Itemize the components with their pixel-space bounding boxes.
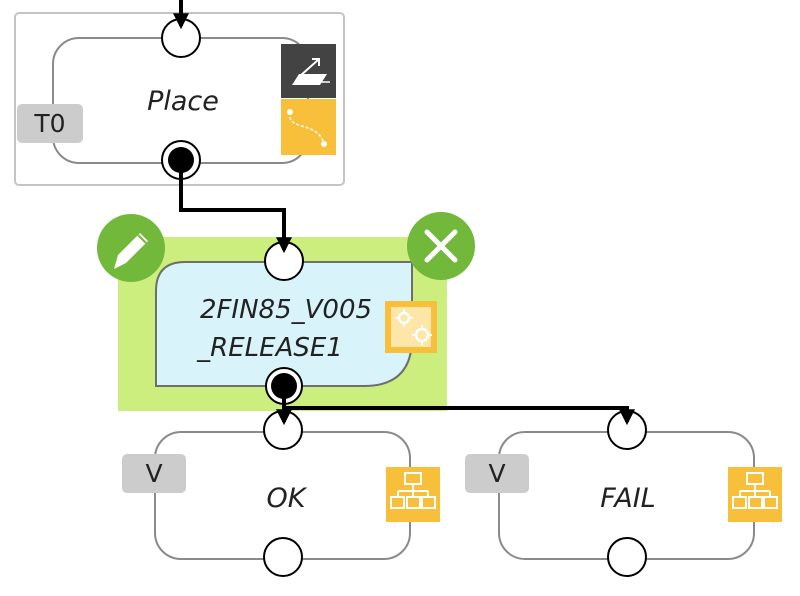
ok-node[interactable]: OK V [122,410,440,577]
fail-node-label: FAIL [600,483,655,514]
selected-node[interactable]: 2FIN85_V005 _RELEASE1 [118,237,447,411]
fail-output-port[interactable] [607,537,647,577]
connector-selected-to-fail[interactable] [284,406,635,426]
path-icon[interactable] [281,99,336,155]
fail-tag: V [465,454,529,493]
pencil-icon[interactable] [97,214,165,282]
ok-node-label: OK [267,483,308,514]
place-tag-label: T0 [33,109,65,138]
ok-output-port[interactable] [263,537,303,577]
place-node-label: Place [147,86,219,117]
ok-tag: V [122,454,186,493]
place-node[interactable]: Place T0 [14,12,345,186]
connector-place-to-selected[interactable] [179,168,292,254]
move-tool-icon[interactable] [281,44,336,98]
close-icon[interactable] [407,212,475,280]
selected-node-label-line1: 2FIN85_V005 [200,295,372,325]
fail-tag-label: V [488,459,505,488]
hierarchy-icon[interactable] [728,467,782,522]
hierarchy-icon[interactable] [386,467,440,522]
fail-node[interactable]: FAIL V [465,410,782,577]
gears-icon[interactable] [385,301,437,353]
selected-node-label-line2: _RELEASE1 [196,333,343,363]
place-output-port[interactable] [161,140,201,180]
ok-tag-label: V [145,459,162,488]
place-tag: T0 [17,104,83,143]
